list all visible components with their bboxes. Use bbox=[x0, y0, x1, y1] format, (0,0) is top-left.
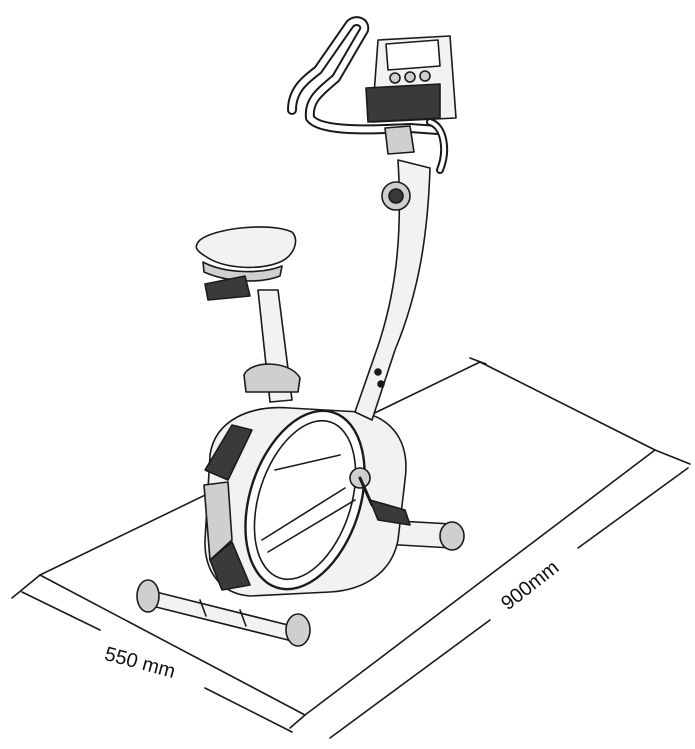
steering-column bbox=[354, 159, 431, 421]
depth-dimension-line-a bbox=[329, 619, 491, 739]
extension-line-right bbox=[654, 449, 691, 465]
crank-pedal bbox=[349, 467, 411, 526]
console bbox=[365, 35, 457, 123]
width-dimension-line-a bbox=[21, 591, 101, 631]
width-dimension-line-b bbox=[204, 687, 293, 733]
handlebars bbox=[287, 16, 449, 174]
extension-line-back bbox=[469, 357, 487, 365]
seat-post bbox=[243, 289, 301, 403]
side-cover bbox=[203, 424, 253, 591]
flywheel-housing bbox=[204, 406, 407, 597]
seat bbox=[195, 226, 297, 301]
depth-dimension-line-b bbox=[577, 467, 689, 549]
extension-line-front bbox=[289, 714, 306, 729]
front-stabilizer bbox=[136, 579, 311, 647]
extension-line-left bbox=[11, 574, 41, 599]
